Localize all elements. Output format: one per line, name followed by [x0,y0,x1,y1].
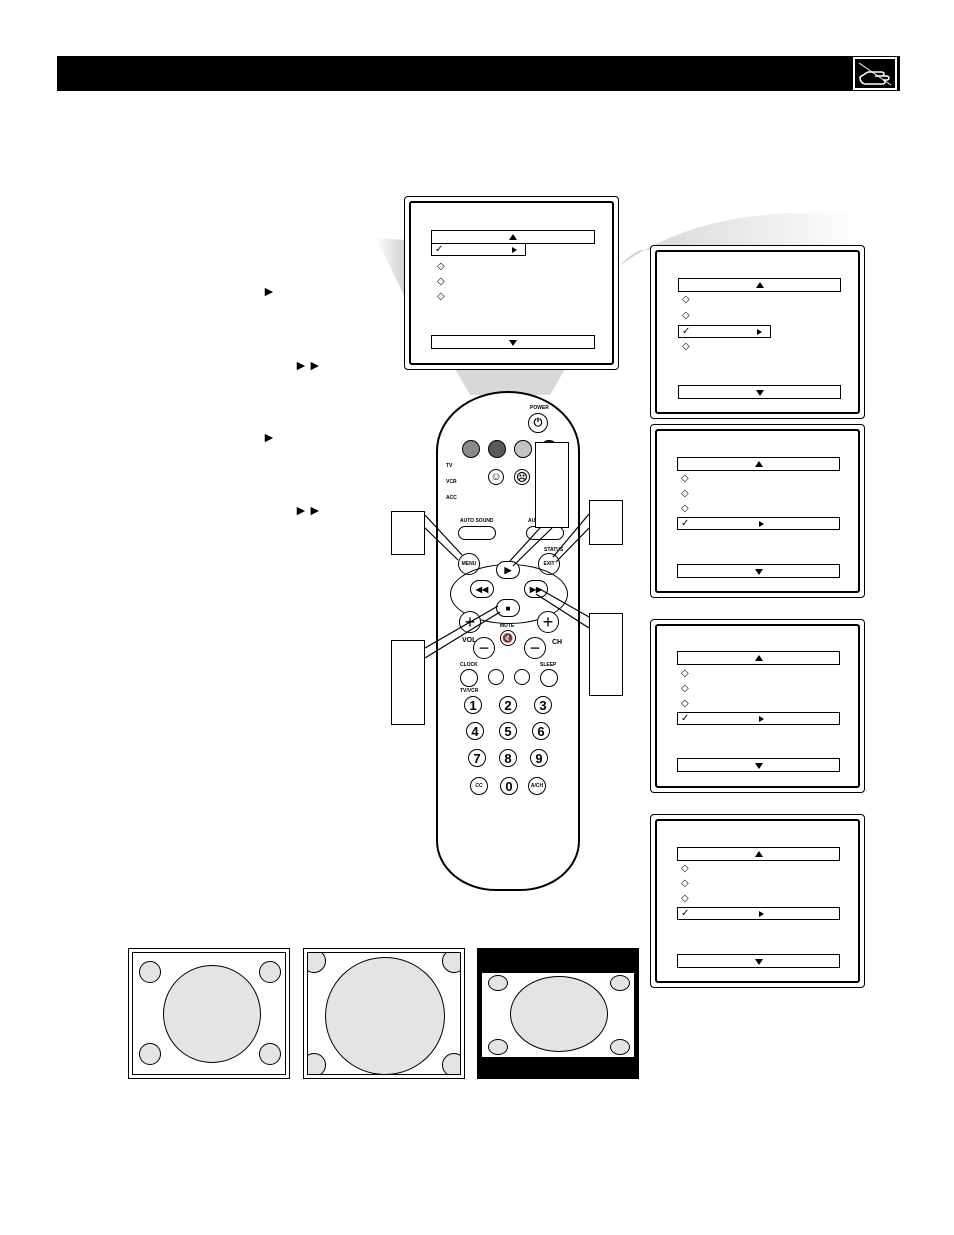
power-label: POWER [530,405,549,411]
sleep-label: SLEEP [540,662,557,668]
ch-label: CH [552,639,563,646]
menu-screen-2: ◇ ◇ ◇ ✓ [650,424,865,598]
yellow-button[interactable] [514,440,532,458]
menu-screen-3: ◇ ◇ ◇ ✓ [650,619,865,793]
vol-label: VOL [462,637,477,644]
channel-up-button[interactable]: + [537,611,559,633]
digit-2-button[interactable]: 2 [499,696,517,714]
menu-down-bar[interactable] [431,335,595,349]
record-button[interactable] [488,669,504,685]
menu-item-selected[interactable]: ✓ [431,243,526,256]
digit-9-button[interactable]: 9 [530,749,548,767]
callout-box-menu [391,511,425,555]
red-button[interactable] [462,440,480,458]
menu-screen-main: ✓ ◇ ◇ ◇ [404,196,619,370]
auto-sound-label: AUTO SOUND [460,518,494,524]
right-arrow-icon: ► [262,283,276,299]
menu-item-selected[interactable]: ✓ [678,325,771,338]
menu-down-bar[interactable] [677,564,840,578]
callout-box-stop [391,640,425,725]
callout-box-ff [589,613,623,696]
green-button[interactable] [488,440,506,458]
channel-down-button[interactable]: − [524,637,546,659]
menu-screen-1: ◇ ◇ ✓ ◇ [650,245,865,419]
digit-7-button[interactable]: 7 [468,749,486,767]
power-button[interactable]: ⏻ [528,413,548,433]
tvvcr-label: TV/VCR [460,688,479,694]
rewind-button[interactable]: ◀◀ [470,580,494,598]
menu-up-bar[interactable] [677,651,840,665]
digit-4-button[interactable]: 4 [466,722,484,740]
mute-label: MUTE [500,623,515,629]
callout-box-exit [589,500,623,545]
format-thumbnail-widescreen [477,948,639,1079]
mute-button[interactable]: 🔇 [500,630,516,646]
menu-item-selected[interactable]: ✓ [677,517,840,530]
menu-up-bar[interactable] [677,847,840,861]
acc-mode-label: ACC [446,495,457,501]
frown-button[interactable]: ☹ [514,469,530,485]
menu-screen-4: ◇ ◇ ◇ ✓ [650,814,865,988]
status-label: STATUS [544,547,564,553]
pause-button[interactable] [514,669,530,685]
format-thumbnail-zoom [303,948,465,1079]
digit-0-button[interactable]: 0 [500,777,518,795]
format-thumbnail-4x3 [128,948,290,1079]
volume-down-button[interactable]: − [473,637,495,659]
stop-button[interactable]: ■ [496,599,520,617]
menu-down-bar[interactable] [678,385,841,399]
clock-button[interactable] [460,669,478,687]
callout-box-play [535,442,569,528]
fast-forward-icon: ►► [294,502,322,518]
right-arrow-icon: ► [262,429,276,445]
tv-mode-label: TV [446,463,453,469]
fast-forward-icon: ►► [294,357,322,373]
ach-button[interactable]: A/CH [528,777,546,795]
menu-up-bar[interactable] [677,457,840,471]
auto-sound-button[interactable] [458,526,496,540]
cc-button[interactable]: CC [470,777,488,795]
menu-up-bar[interactable] [678,278,841,292]
digit-6-button[interactable]: 6 [532,722,550,740]
digit-8-button[interactable]: 8 [499,749,517,767]
menu-down-bar[interactable] [677,954,840,968]
digit-5-button[interactable]: 5 [499,722,517,740]
pointing-hand-icon [853,57,897,90]
smiley-button[interactable]: ☺ [488,469,504,485]
clock-label: CLOCK [460,662,478,668]
sleep-button[interactable] [540,669,558,687]
fast-forward-button[interactable]: ▶▶ [524,580,548,598]
menu-item-selected[interactable]: ✓ [677,712,840,725]
section-header-bar [57,56,900,91]
digit-3-button[interactable]: 3 [534,696,552,714]
vcr-mode-label: VCR [446,479,457,485]
menu-down-bar[interactable] [677,758,840,772]
digit-1-button[interactable]: 1 [464,696,482,714]
menu-item-selected[interactable]: ✓ [677,907,840,920]
